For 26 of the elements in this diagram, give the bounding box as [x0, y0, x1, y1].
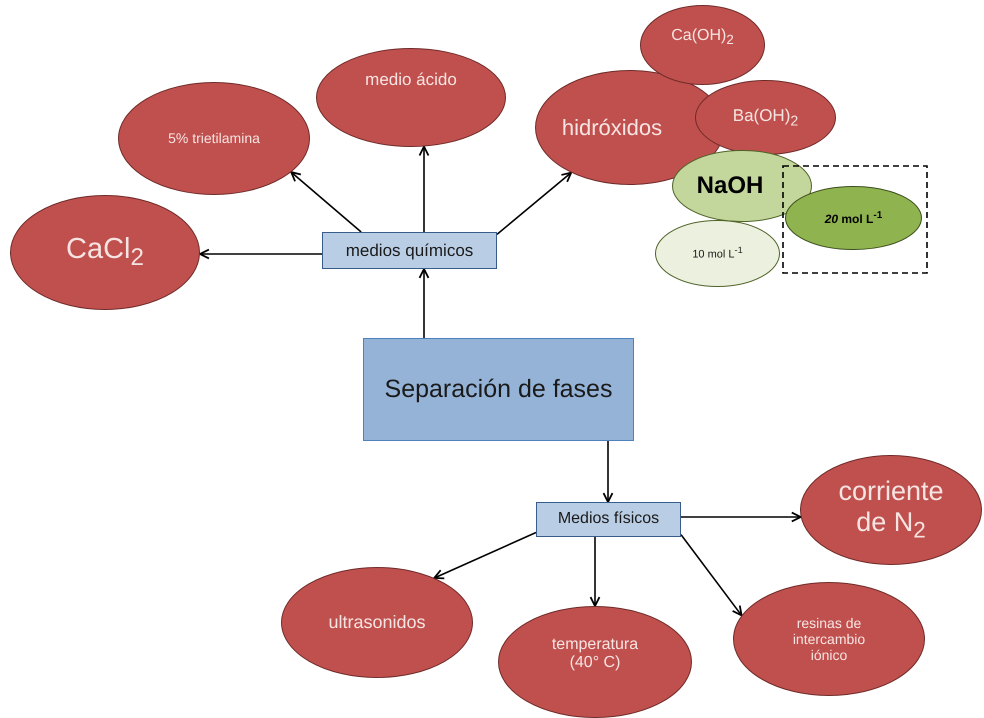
arrow [199, 248, 322, 260]
arrow [418, 268, 430, 338]
node-label: 20 mol L$^{-1}$ [824, 210, 882, 226]
node-label: Separación de fases [384, 375, 612, 404]
node-label: medios químicos [346, 240, 474, 260]
node-label: medio ácido [365, 70, 457, 90]
node-label: 5% trietilamina [168, 130, 260, 147]
node-label: CaCl$_{2}$ [66, 233, 144, 272]
node-label: Ca(OH)$_{2}$ [671, 26, 734, 48]
arrow [602, 441, 614, 503]
node-label: ultrasonidos [328, 612, 426, 633]
arrow [496, 172, 572, 235]
node-label: corriente de N$_{2}$ [838, 476, 944, 544]
node-label: resinas de intercambio iónico [792, 614, 866, 664]
node-label: hidróxidos [562, 114, 662, 140]
arrow [590, 537, 600, 607]
node-label: NaOH [696, 172, 764, 200]
node-label: Medios físicos [558, 510, 660, 529]
node-label: temperatura (40° C) [550, 636, 640, 672]
node-label: Ba(OH)$_{2}$ [732, 106, 798, 130]
node-label: 10 mol L$^{-1}$ [692, 245, 743, 262]
arrow [418, 146, 430, 232]
arrow [290, 171, 362, 233]
arrow [681, 512, 802, 522]
arrow [680, 534, 742, 616]
arrow [433, 532, 536, 580]
